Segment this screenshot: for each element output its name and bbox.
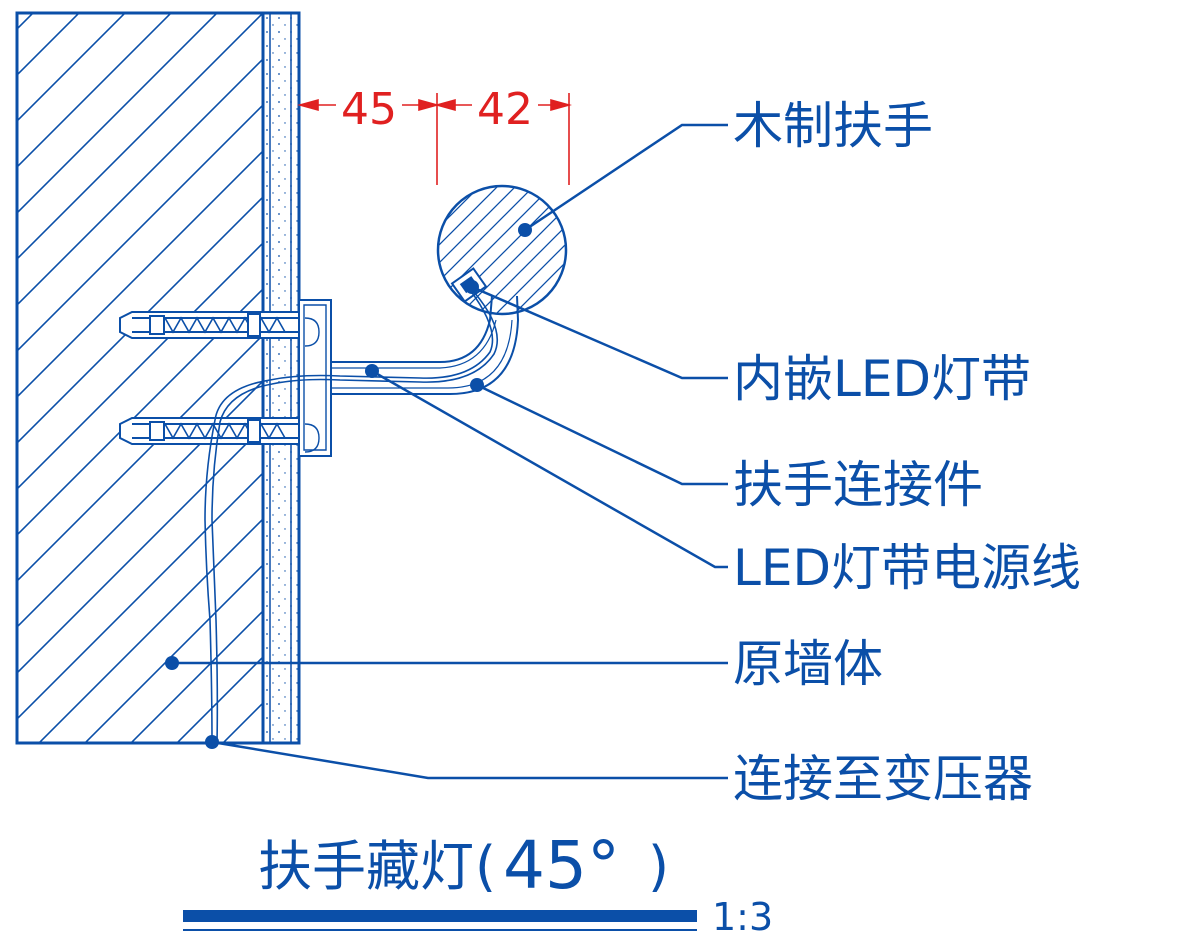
mounting-plate: [298, 299, 332, 457]
label-led-power-cable: LED灯带电源线: [733, 539, 1081, 597]
leader-lines: [172, 123, 728, 780]
label-to-transformer: 连接至变压器: [733, 750, 1033, 808]
original-wall: [15, 11, 301, 745]
title-paren-open: (: [475, 835, 496, 898]
label-wooden-handrail: 木制扶手: [733, 97, 933, 155]
wall-finish-layer: [261, 13, 301, 743]
handrail-connector: [331, 295, 520, 395]
drawing-title: 扶手藏灯 ( 45° ): [258, 827, 669, 904]
label-original-wall: 原墙体: [733, 635, 883, 693]
wooden-handrail: [436, 184, 568, 316]
dimension-42: 42: [477, 84, 533, 135]
drawing-scale: 1:3: [712, 895, 773, 939]
title-main: 扶手藏灯: [258, 835, 474, 898]
leader-dots: [165, 223, 532, 749]
dimension-45: 45: [341, 84, 397, 135]
label-handrail-connector: 扶手连接件: [733, 456, 983, 514]
title-angle: 45°: [503, 827, 620, 904]
title-underline: [183, 910, 697, 922]
label-led-strip: 内嵌LED灯带: [733, 350, 1031, 408]
anchor-bolt-upper: [119, 311, 301, 339]
anchor-bolt-lower: [119, 417, 301, 445]
led-power-cable: [204, 289, 498, 744]
title-paren-close: ): [648, 835, 669, 898]
